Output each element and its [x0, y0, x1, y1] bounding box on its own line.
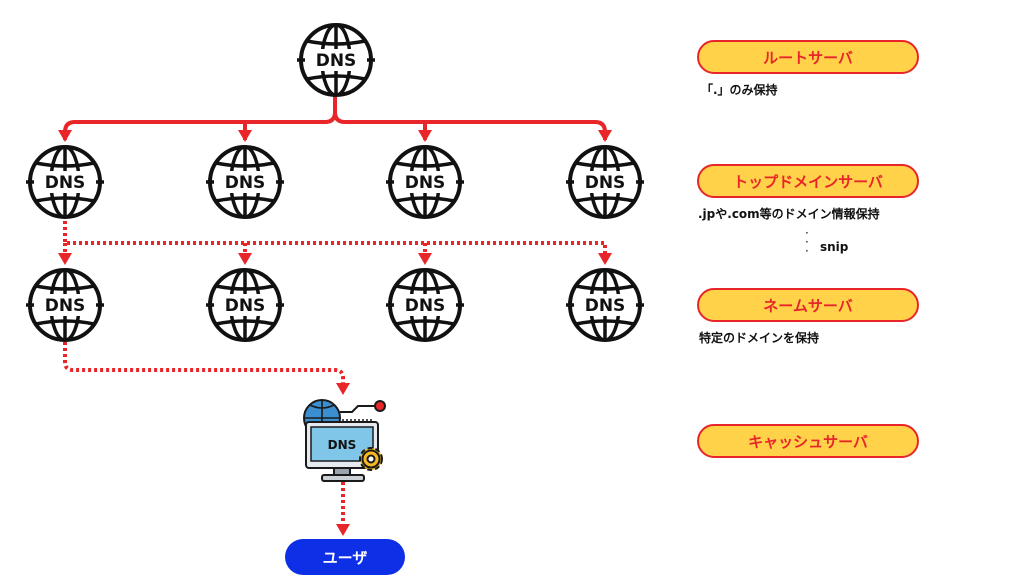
- top-dns-globe-icon: DNS: [385, 145, 465, 219]
- globe-label: DNS: [225, 173, 266, 193]
- gear-icon: [359, 447, 383, 471]
- globe-label: DNS: [45, 296, 86, 316]
- top-dns-globe-icon: DNS: [205, 145, 285, 219]
- globe-label: DNS: [405, 173, 446, 193]
- top-to-name-connectors: [63, 215, 607, 255]
- globe-label: DNS: [225, 296, 266, 316]
- name-server-label: ネームサーバ: [697, 288, 919, 322]
- snip-dots: ···: [805, 226, 809, 258]
- root-server-desc: 「.」のみ保持: [701, 83, 778, 97]
- name-arrowheads: [58, 253, 612, 265]
- name-dns-globe-icon: DNS: [565, 268, 645, 342]
- user-arrowhead: [336, 524, 350, 536]
- globe-label: DNS: [585, 173, 626, 193]
- cache-screen-label: DNS: [328, 438, 357, 452]
- cache-server-label: キャッシュサーバ: [697, 424, 919, 458]
- top-dns-globe-icon: DNS: [565, 145, 645, 219]
- root-connectors: [63, 92, 607, 140]
- name-to-cache-connector: [63, 342, 345, 385]
- top-domain-server-desc: .jpや.com等のドメイン情報保持: [698, 207, 880, 221]
- root-server-label: ルートサーバ: [697, 40, 919, 74]
- globe-label: DNS: [45, 173, 86, 193]
- root-arrowheads: [58, 130, 612, 142]
- name-dns-globe-icon: DNS: [205, 268, 285, 342]
- user-label: ユーザ: [285, 539, 405, 575]
- name-dns-globe-icon: DNS: [385, 268, 465, 342]
- cache-arrowhead: [336, 383, 350, 395]
- name-server-desc: 特定のドメインを保持: [699, 331, 820, 345]
- root-dns-globe-icon: DNS: [296, 23, 376, 97]
- globe-label: DNS: [585, 296, 626, 316]
- dns-cache-server-icon: DNS: [303, 399, 386, 482]
- globe-label: DNS: [316, 51, 357, 71]
- name-dns-globe-icon: DNS: [25, 268, 105, 342]
- top-dns-globe-icon: DNS: [25, 145, 105, 219]
- top-domain-server-label: トップドメインサーバ: [697, 164, 919, 198]
- snip-text: snip: [820, 240, 849, 254]
- globe-label: DNS: [405, 296, 446, 316]
